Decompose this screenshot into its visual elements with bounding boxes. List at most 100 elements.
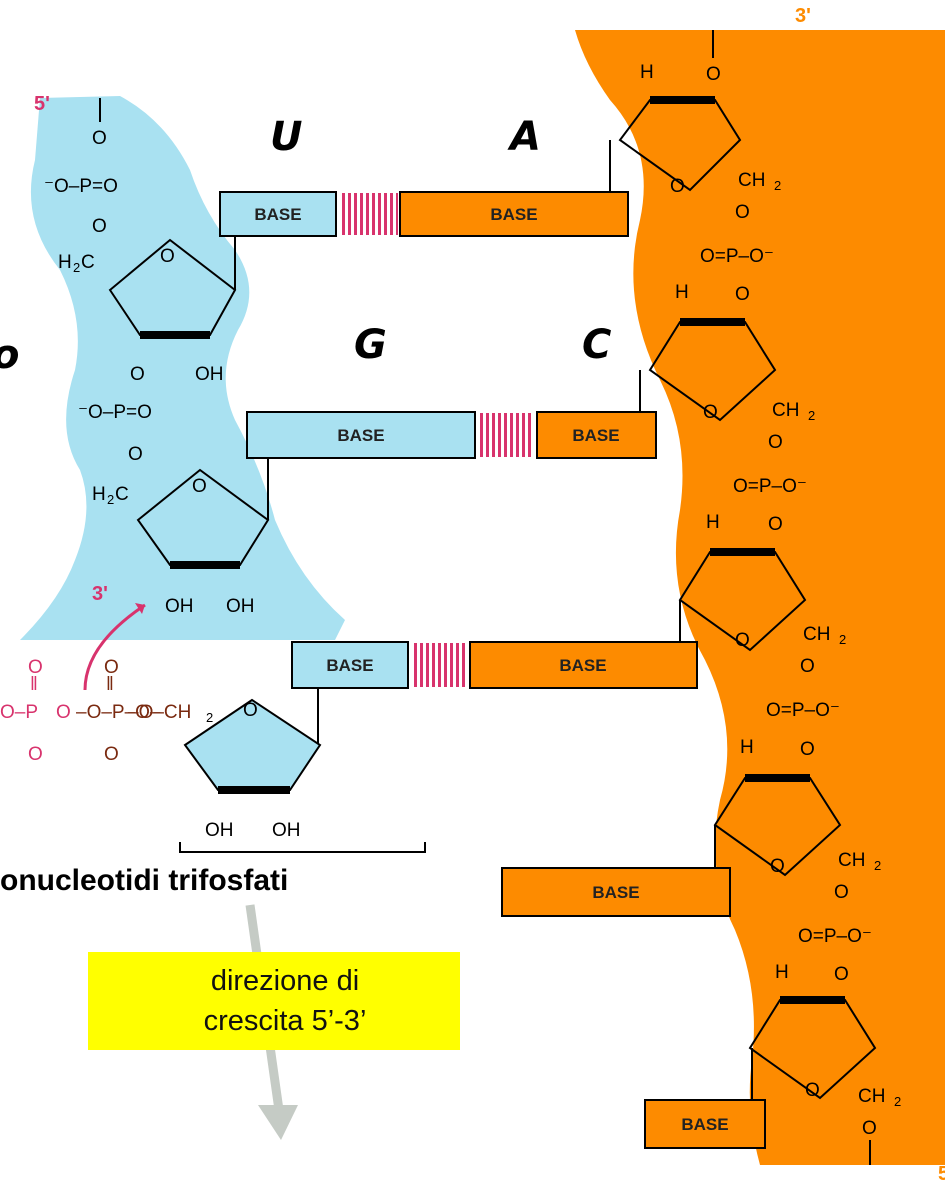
- unpaired-base: BASE: [501, 825, 731, 917]
- ring-oxygen: O: [670, 176, 685, 197]
- svg-text:O: O: [28, 744, 43, 765]
- rna-backbone: O ⁻O–P=O O H 2 C O OH O ⁻O–P=O O H 2 C O…: [44, 98, 270, 617]
- svg-text:BASE: BASE: [254, 205, 301, 224]
- svg-text:O: O: [28, 657, 43, 678]
- svg-text:BASE: BASE: [681, 1115, 728, 1134]
- svg-text:H: H: [92, 484, 106, 505]
- unpaired-base: BASE: [644, 1048, 766, 1149]
- rna-strand-background: [20, 96, 345, 640]
- svg-text:O: O: [703, 402, 718, 423]
- three-prime-label: 3': [795, 5, 811, 27]
- dna-backbone: O H O CH 2 O O=P–O⁻ O H O CH 2 O O=P–O⁻ …: [618, 30, 901, 1165]
- five-prime-label: 5: [938, 1163, 945, 1184]
- rna-base: [246, 411, 476, 459]
- svg-text:H: H: [706, 512, 720, 533]
- incoming-ntp: O ‖ O–P O O O ‖ –O–P–O– O –O–CH 2 O OH O…: [0, 603, 322, 841]
- dna-base: [469, 641, 698, 689]
- svg-text:CH: CH: [838, 850, 865, 871]
- svg-text:H: H: [58, 252, 72, 273]
- svg-text:O: O: [800, 656, 815, 677]
- ch2-group: CH: [738, 170, 765, 191]
- dna-base: [399, 191, 629, 237]
- svg-text:–O–CH: –O–CH: [128, 702, 191, 723]
- svg-text:2: 2: [839, 632, 846, 647]
- svg-text:O: O: [128, 444, 143, 465]
- three-prime-label: 3': [92, 583, 108, 605]
- svg-text:O: O: [805, 1080, 820, 1101]
- svg-text:O=P–O⁻: O=P–O⁻: [798, 926, 872, 947]
- svg-text:O=P–O⁻: O=P–O⁻: [733, 476, 807, 497]
- rna-base: [219, 191, 337, 237]
- svg-text:OH: OH: [195, 364, 224, 385]
- five-prime-label: 5': [34, 93, 50, 115]
- svg-text:‖: ‖: [30, 674, 38, 695]
- svg-text:⁻O–P=O: ⁻O–P=O: [78, 402, 152, 423]
- dna-base: [501, 867, 731, 917]
- svg-text:2: 2: [73, 260, 80, 275]
- dna-base: [644, 1099, 766, 1149]
- svg-text:OH: OH: [272, 820, 301, 841]
- svg-text:BASE: BASE: [326, 656, 373, 675]
- svg-text:C: C: [81, 252, 95, 273]
- svg-text:OH: OH: [226, 596, 255, 617]
- hydrogen-bond: [478, 413, 534, 457]
- base-letter-c: C: [582, 322, 611, 368]
- dna-base: [536, 411, 657, 459]
- svg-text:O=P–O⁻: O=P–O⁻: [766, 700, 840, 721]
- svg-text:O–P: O–P: [0, 702, 38, 723]
- svg-text:O: O: [243, 700, 258, 721]
- svg-text:2: 2: [107, 492, 114, 507]
- svg-text:OH: OH: [205, 820, 234, 841]
- svg-text:O: O: [192, 476, 207, 497]
- base-letter-a: A: [507, 114, 541, 160]
- svg-text:2: 2: [808, 408, 815, 423]
- svg-text:BASE: BASE: [337, 426, 384, 445]
- hydrogen-bond: [340, 193, 398, 235]
- direction-box: [88, 952, 460, 1050]
- dna-template-strand-background: [575, 30, 945, 1165]
- svg-text:O: O: [735, 284, 750, 305]
- svg-text:O: O: [92, 216, 107, 237]
- hydrogen-bond: [411, 643, 467, 687]
- svg-text:O: O: [92, 128, 107, 149]
- svg-text:H: H: [740, 737, 754, 758]
- cut-letter: o: [0, 332, 19, 378]
- svg-text:BASE: BASE: [559, 656, 606, 675]
- svg-text:O: O: [768, 514, 783, 535]
- base-letter-g: G: [354, 322, 387, 368]
- svg-text:O: O: [768, 432, 783, 453]
- svg-text:–O–P–O–: –O–P–O–: [76, 702, 161, 723]
- svg-text:2: 2: [894, 1094, 901, 1109]
- bracket: [179, 842, 426, 853]
- 3prime-oh: OH: [165, 596, 194, 617]
- svg-text:C: C: [115, 484, 129, 505]
- svg-text:O: O: [735, 202, 750, 223]
- svg-text:O: O: [834, 882, 849, 903]
- svg-text:2: 2: [206, 710, 213, 725]
- svg-text:H: H: [675, 282, 689, 303]
- svg-text:CH: CH: [858, 1086, 885, 1107]
- svg-text:CH: CH: [803, 624, 830, 645]
- svg-text:O: O: [735, 630, 750, 651]
- svg-text:BASE: BASE: [592, 883, 639, 902]
- svg-text:O: O: [104, 657, 119, 678]
- svg-text:CH: CH: [772, 400, 799, 421]
- phosphate-group: ⁻O–P=O: [44, 176, 118, 197]
- base-pair-row: BASE BASE: [246, 370, 657, 520]
- svg-text:‖: ‖: [106, 674, 114, 695]
- base-pair-row: BASE BASE: [219, 140, 629, 290]
- rna-base: [291, 641, 409, 689]
- svg-text:BASE: BASE: [490, 205, 537, 224]
- svg-text:2: 2: [774, 178, 781, 193]
- svg-text:O: O: [834, 964, 849, 985]
- hydrogen-atom: H: [640, 62, 654, 83]
- base-letter-u: U: [270, 114, 302, 160]
- nucleotides-label: onucleotidi trifosfati: [0, 864, 288, 897]
- svg-text:H: H: [775, 962, 789, 983]
- svg-text:O: O: [104, 744, 119, 765]
- direction-label-line1: direzione di: [211, 965, 359, 997]
- svg-text:O: O: [862, 1118, 877, 1139]
- svg-text:O: O: [770, 856, 785, 877]
- phosphate-group: O=P–O⁻: [700, 246, 774, 267]
